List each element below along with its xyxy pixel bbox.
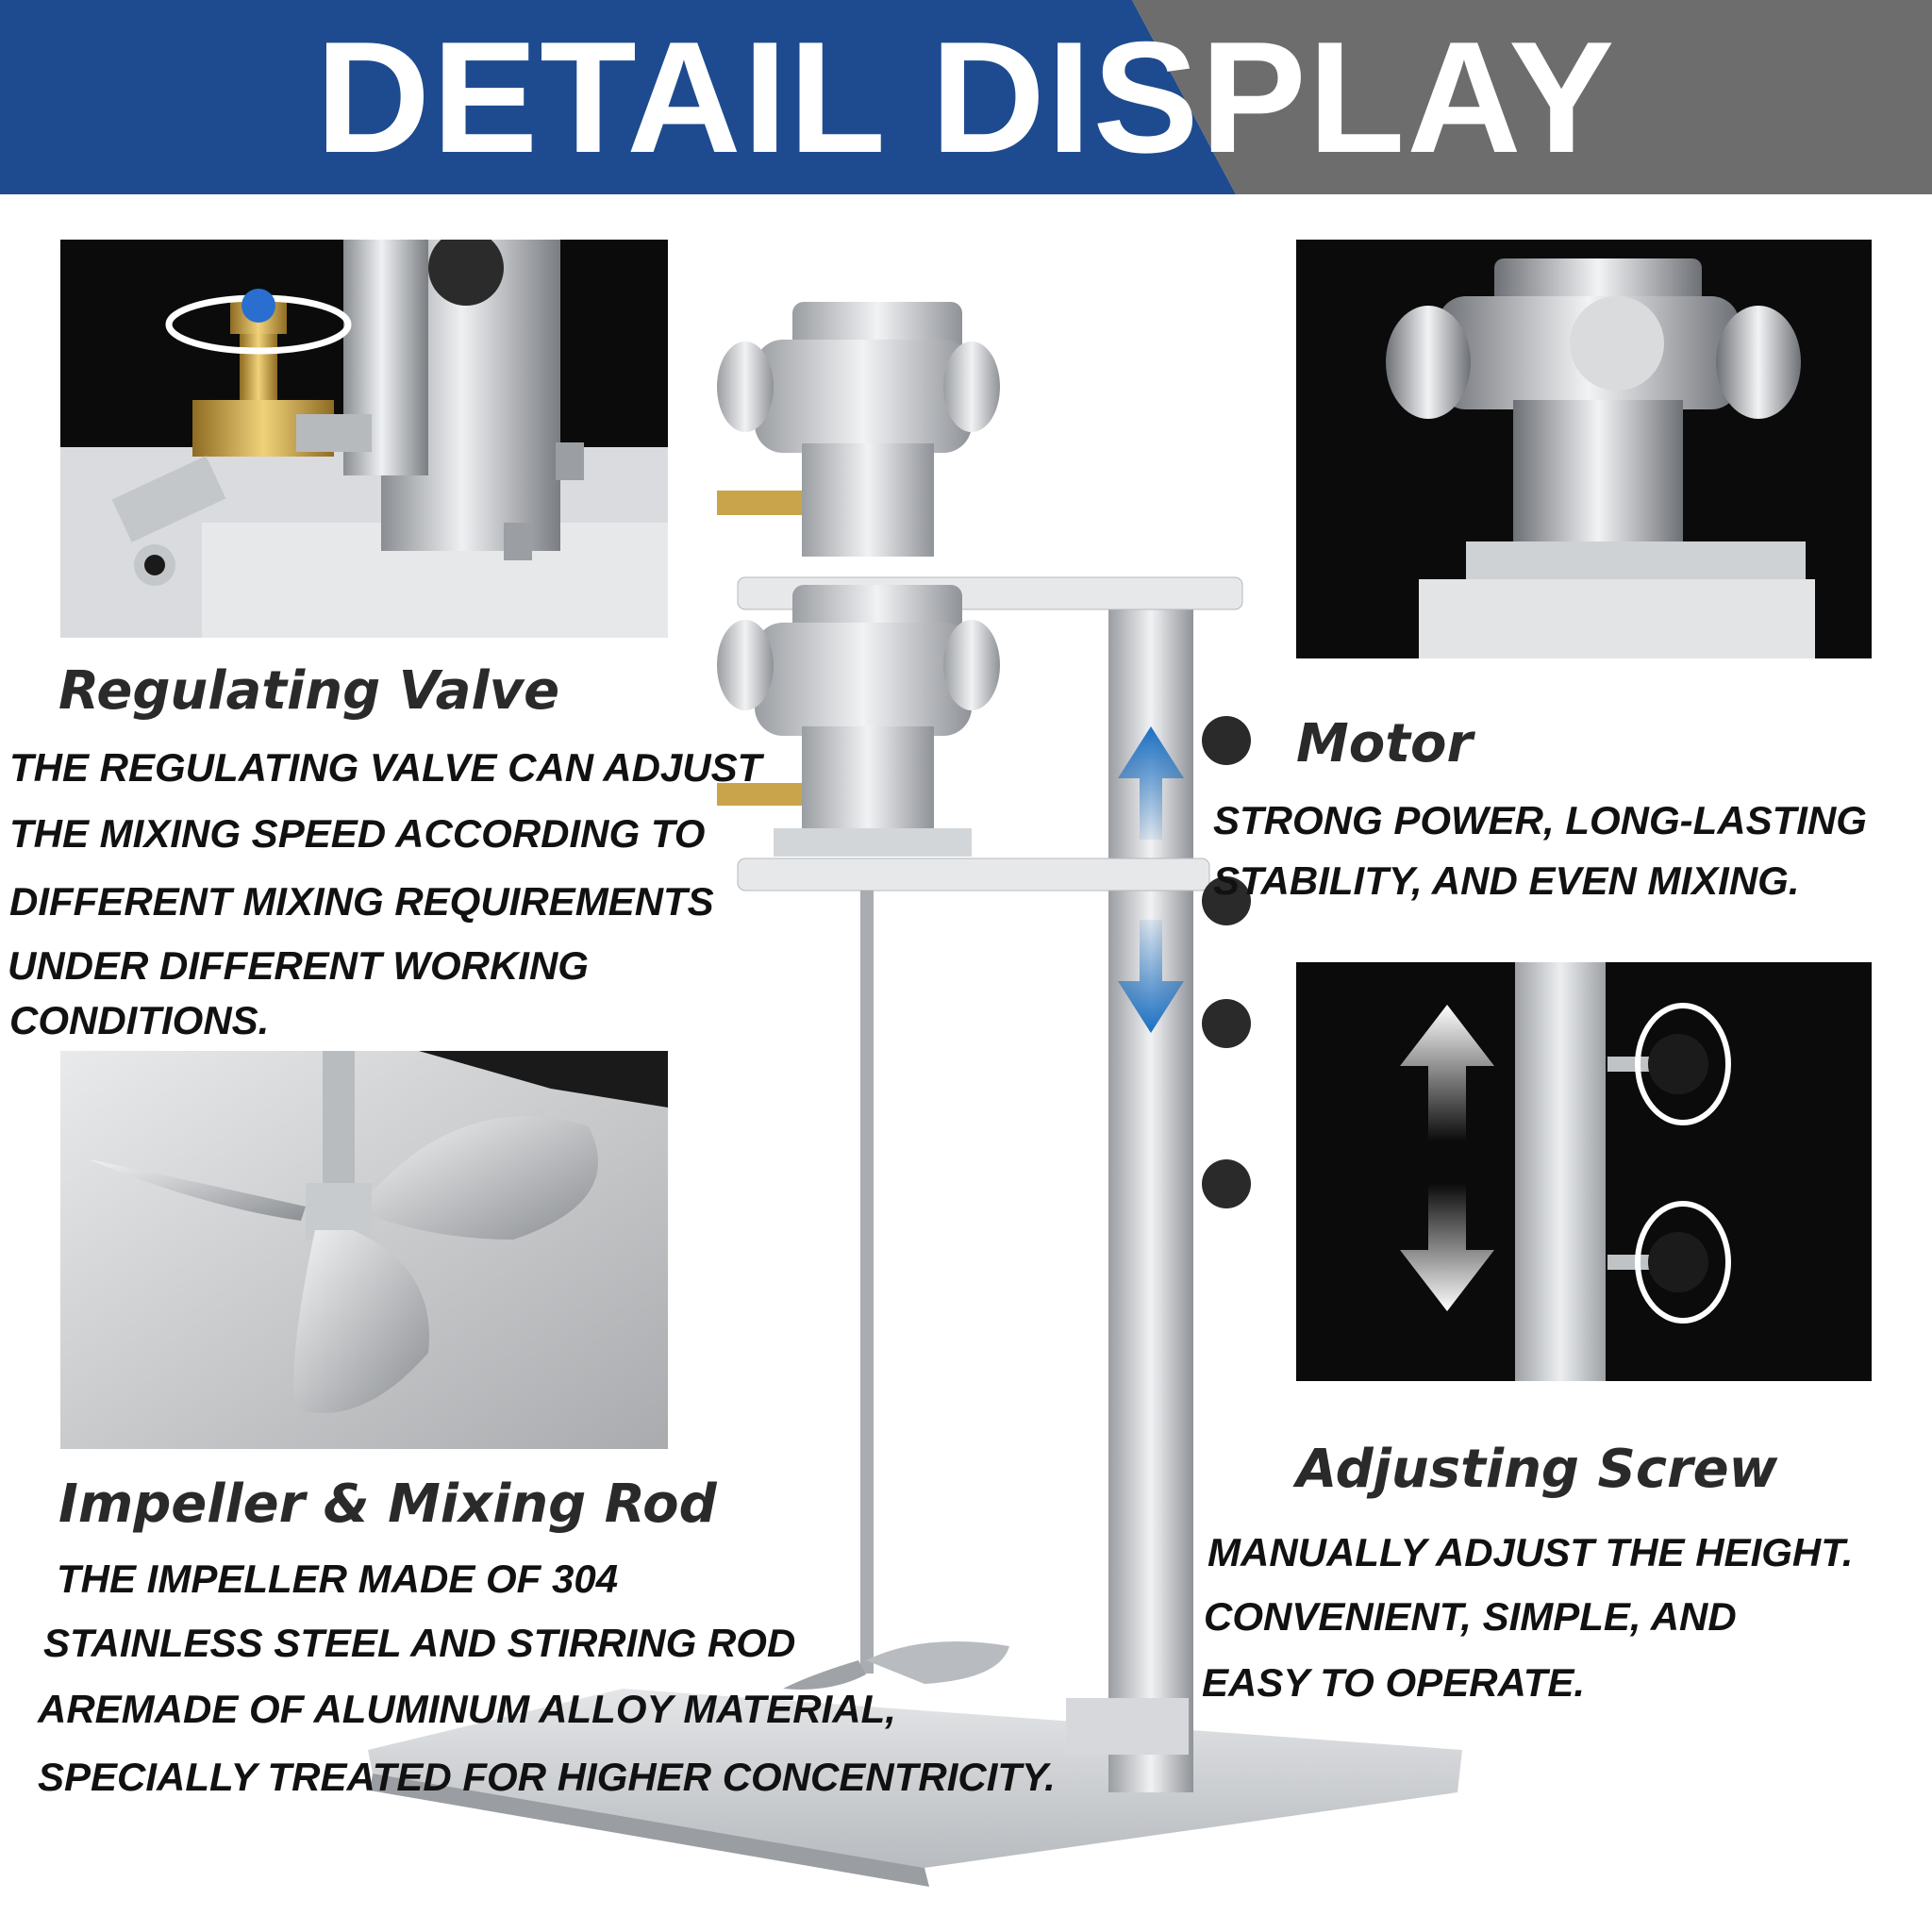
adjusting-screw-line-3: EASY TO OPERATE. — [1202, 1660, 1586, 1705]
regulating-valve-line-2: THE MIXING SPEED ACCORDING TO — [9, 811, 706, 856]
impeller-heading: Impeller & Mixing Rod — [58, 1474, 717, 1535]
motor-line-2: STABILITY, AND EVEN MIXING. — [1213, 858, 1800, 903]
regulating-valve-line-4: UNDER DIFFERENT WORKING — [8, 943, 589, 988]
motor-line-1: STRONG POWER, LONG-LASTING — [1213, 798, 1867, 842]
impeller-line-4: SPECIALLY TREATED FOR HIGHER CONCENTRICI… — [38, 1755, 1056, 1799]
motor-heading: Motor — [1296, 713, 1474, 774]
adjusting-screw-line-2: CONVENIENT, SIMPLE, AND — [1204, 1594, 1737, 1639]
impeller-photo — [60, 1051, 668, 1449]
regulating-valve-line-1: THE REGULATING VALVE CAN ADJUST — [9, 745, 762, 790]
header-banner: DETAIL DISPLAY — [0, 0, 1932, 194]
banner-background — [0, 0, 1932, 194]
regulating-valve-line-3: DIFFERENT MIXING REQUIREMENTS — [9, 879, 714, 924]
motor-photo — [1296, 240, 1872, 658]
adjusting-screw-line-1: MANUALLY ADJUST THE HEIGHT. — [1208, 1530, 1854, 1574]
valve-rotate-icon — [165, 289, 352, 355]
impeller-line-3: AREMADE OF ALUMINUM ALLOY MATERIAL, — [38, 1687, 896, 1731]
adjusting-screw-photo — [1296, 962, 1872, 1381]
up-arrow-icon — [1400, 1005, 1494, 1141]
impeller-line-2: STAINLESS STEEL AND STIRRING ROD — [43, 1621, 796, 1665]
regulating-valve-photo — [60, 240, 668, 638]
regulating-valve-heading: Regulating Valve — [58, 660, 560, 722]
page-title: DETAIL DISPLAY — [315, 8, 1617, 186]
knob-rotate-icon — [1635, 1003, 1731, 1324]
impeller-line-1: THE IMPELLER MADE OF 304 — [57, 1557, 619, 1601]
down-arrow-icon — [1400, 1184, 1494, 1311]
adjusting-screw-heading: Adjusting Screw — [1296, 1439, 1778, 1500]
regulating-valve-line-5: CONDITIONS. — [9, 998, 270, 1042]
